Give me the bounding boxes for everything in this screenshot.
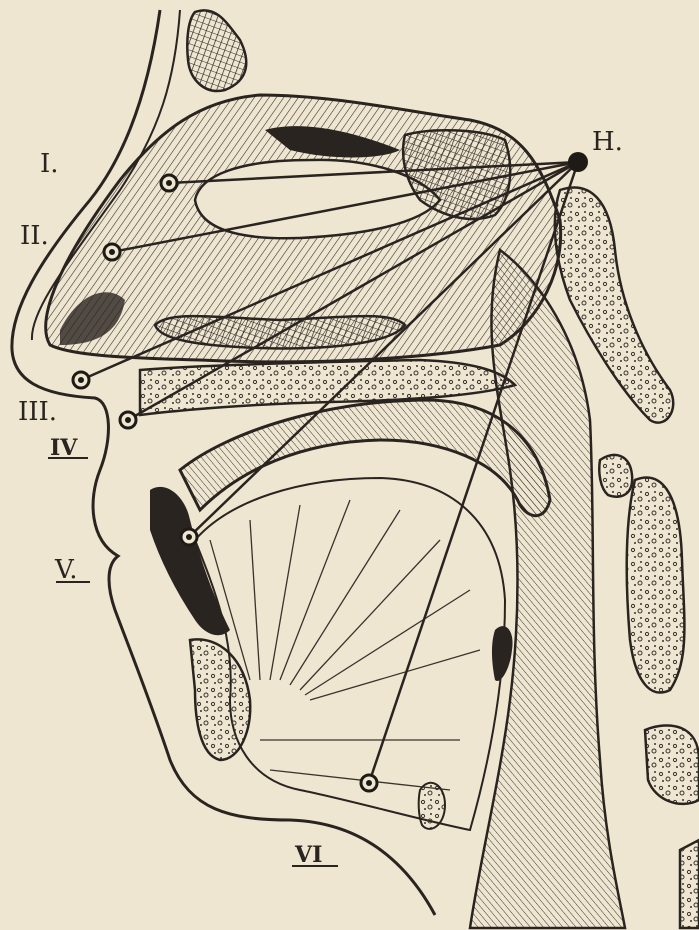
label-h: H. [592,127,623,157]
hyoid [419,783,445,829]
label-i: I. [40,149,59,179]
focus-point-h [568,152,588,172]
label-vi: VI [294,842,322,868]
label-v: V. [54,555,78,585]
frontal-sinus [187,10,246,91]
label-ii: II. [20,221,49,251]
epiglottis [492,626,513,681]
tongue [195,478,505,830]
label-iii: III. [18,397,57,427]
cervical-vertebrae [599,455,699,928]
